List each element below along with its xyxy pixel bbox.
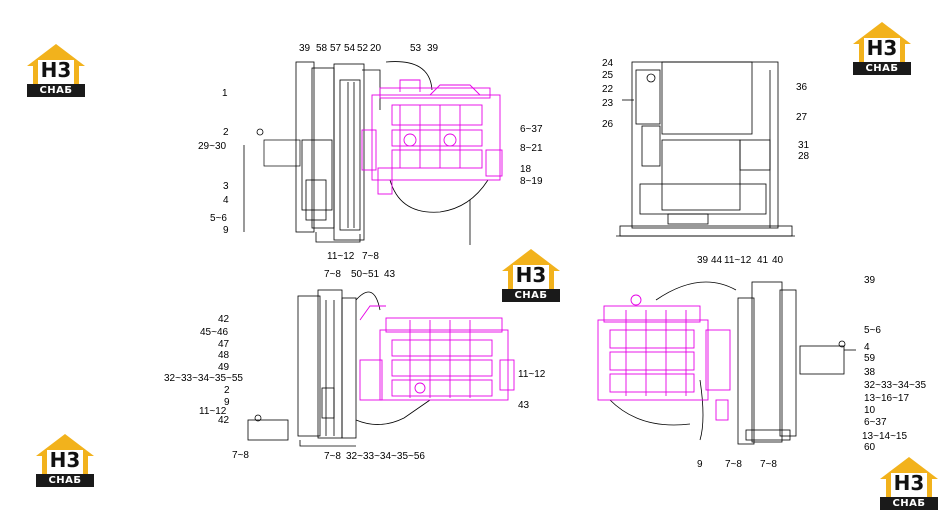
house-logo-icon <box>880 457 938 497</box>
callout-label: 57 <box>330 43 342 54</box>
callout-label: 11~12 <box>199 406 227 417</box>
logo-mark: H3 <box>866 36 898 60</box>
callout-label: 7~8 <box>725 459 742 470</box>
callout-label: 39 <box>299 43 311 54</box>
house-logo-icon <box>502 249 560 289</box>
callout-label: 54 <box>344 43 356 54</box>
logo-mark: H3 <box>40 58 72 82</box>
callout-label: 39 <box>864 275 876 286</box>
callout-label: 1 <box>222 88 228 99</box>
callout-label: 38 <box>864 367 876 378</box>
brand-logo: H3 СНАБ <box>25 40 87 98</box>
callout-label: 23 <box>602 98 614 109</box>
view-bottom-left-drawing <box>247 289 431 447</box>
callout-label: 8~21 <box>520 143 543 154</box>
house-logo-icon <box>36 434 94 474</box>
callout-label: 58 <box>316 43 328 54</box>
brand-logo: H3 СНАБ <box>851 18 913 76</box>
callout-label: 13~16~17 <box>864 393 910 404</box>
callout-label: 13~14~15 <box>862 431 908 442</box>
callout-label: 27 <box>796 112 808 123</box>
view-top-right-drawing <box>616 61 795 237</box>
callout-label: 42 <box>218 314 230 325</box>
engine-block-top-left <box>361 79 503 195</box>
callout-label: 48 <box>218 350 230 361</box>
callout-label: 4 <box>864 342 870 353</box>
callout-label: 29~30 <box>198 141 227 152</box>
logo-text: СНАБ <box>36 474 94 487</box>
house-logo-icon <box>853 22 911 62</box>
callout-label: 47 <box>218 339 230 350</box>
callout-label: 7~8 <box>232 450 249 461</box>
house-logo-icon <box>27 44 85 84</box>
callout-label: 10 <box>864 405 876 416</box>
callout-label: 2 <box>224 385 230 396</box>
callout-label: 49 <box>218 362 230 373</box>
callout-label: 18 <box>520 164 532 175</box>
view-top-left-drawing <box>243 61 489 245</box>
callout-label: 20 <box>370 43 382 54</box>
callout-label: 50~51 <box>351 269 380 280</box>
callout-label: 59 <box>864 353 876 364</box>
callout-label: 52 <box>357 43 369 54</box>
callout-label: 36 <box>796 82 808 93</box>
logo-mark: H3 <box>893 471 925 495</box>
callout-label: 8~19 <box>520 176 543 187</box>
callout-label: 11~12 <box>518 369 546 380</box>
callout-label: 42 <box>218 415 230 426</box>
logo-text: СНАБ <box>853 62 911 75</box>
brand-logo: H3 СНАБ <box>878 453 940 511</box>
logo-text: СНАБ <box>27 84 85 97</box>
callout-label: 32~33~34~35~56 <box>346 451 425 462</box>
callout-label: 3 <box>223 181 229 192</box>
brand-logo: H3 СНАБ <box>500 245 562 303</box>
callout-label: 43 <box>384 269 396 280</box>
brand-logo: H3 СНАБ <box>34 430 96 488</box>
callout-label: 7~8 <box>760 459 777 470</box>
logo-text: СНАБ <box>502 289 560 302</box>
engine-block-bottom-right <box>597 294 731 421</box>
callout-label: 53 <box>410 43 422 54</box>
callout-label: 44 <box>711 255 723 266</box>
callout-label: 9 <box>223 225 229 236</box>
logo-text: СНАБ <box>880 497 938 510</box>
callout-label: 26 <box>602 119 614 130</box>
callout-label: 6~37 <box>520 124 543 135</box>
callout-label: 2 <box>223 127 229 138</box>
engine-block-bottom-left <box>359 305 515 401</box>
callout-label: 24 <box>602 58 614 69</box>
callout-label: 25 <box>602 70 614 81</box>
callout-label: 9 <box>224 397 230 408</box>
callout-label: 5~6 <box>864 325 881 336</box>
callout-label: 31 <box>798 140 810 151</box>
callout-label: 39 <box>697 255 709 266</box>
callout-label: 60 <box>864 442 876 453</box>
callout-label: 5~6 <box>210 213 227 224</box>
callout-label: 6~37 <box>864 417 887 428</box>
callout-label: 22 <box>602 84 614 95</box>
callout-label: 45~46 <box>200 327 229 338</box>
callout-label: 41 <box>757 255 769 266</box>
callout-label: 11~12 <box>327 251 355 262</box>
callout-label: 7~8 <box>362 251 379 262</box>
callout-label: 32~33~34~35~55 <box>164 373 243 384</box>
callout-label: 4 <box>223 195 229 206</box>
logo-mark: H3 <box>515 263 547 287</box>
callout-label: 43 <box>518 400 530 411</box>
callout-label: 7~8 <box>324 451 341 462</box>
callout-label: 9 <box>697 459 703 470</box>
callout-label: 11~12 <box>724 255 752 266</box>
logo-mark: H3 <box>49 448 81 472</box>
callout-label: 39 <box>427 43 439 54</box>
callout-label: 40 <box>772 255 784 266</box>
callout-label: 32~33~34~35 <box>864 380 927 391</box>
view-bottom-right-drawing <box>609 281 856 445</box>
callout-label: 7~8 <box>324 269 341 280</box>
callout-label: 28 <box>798 151 810 162</box>
